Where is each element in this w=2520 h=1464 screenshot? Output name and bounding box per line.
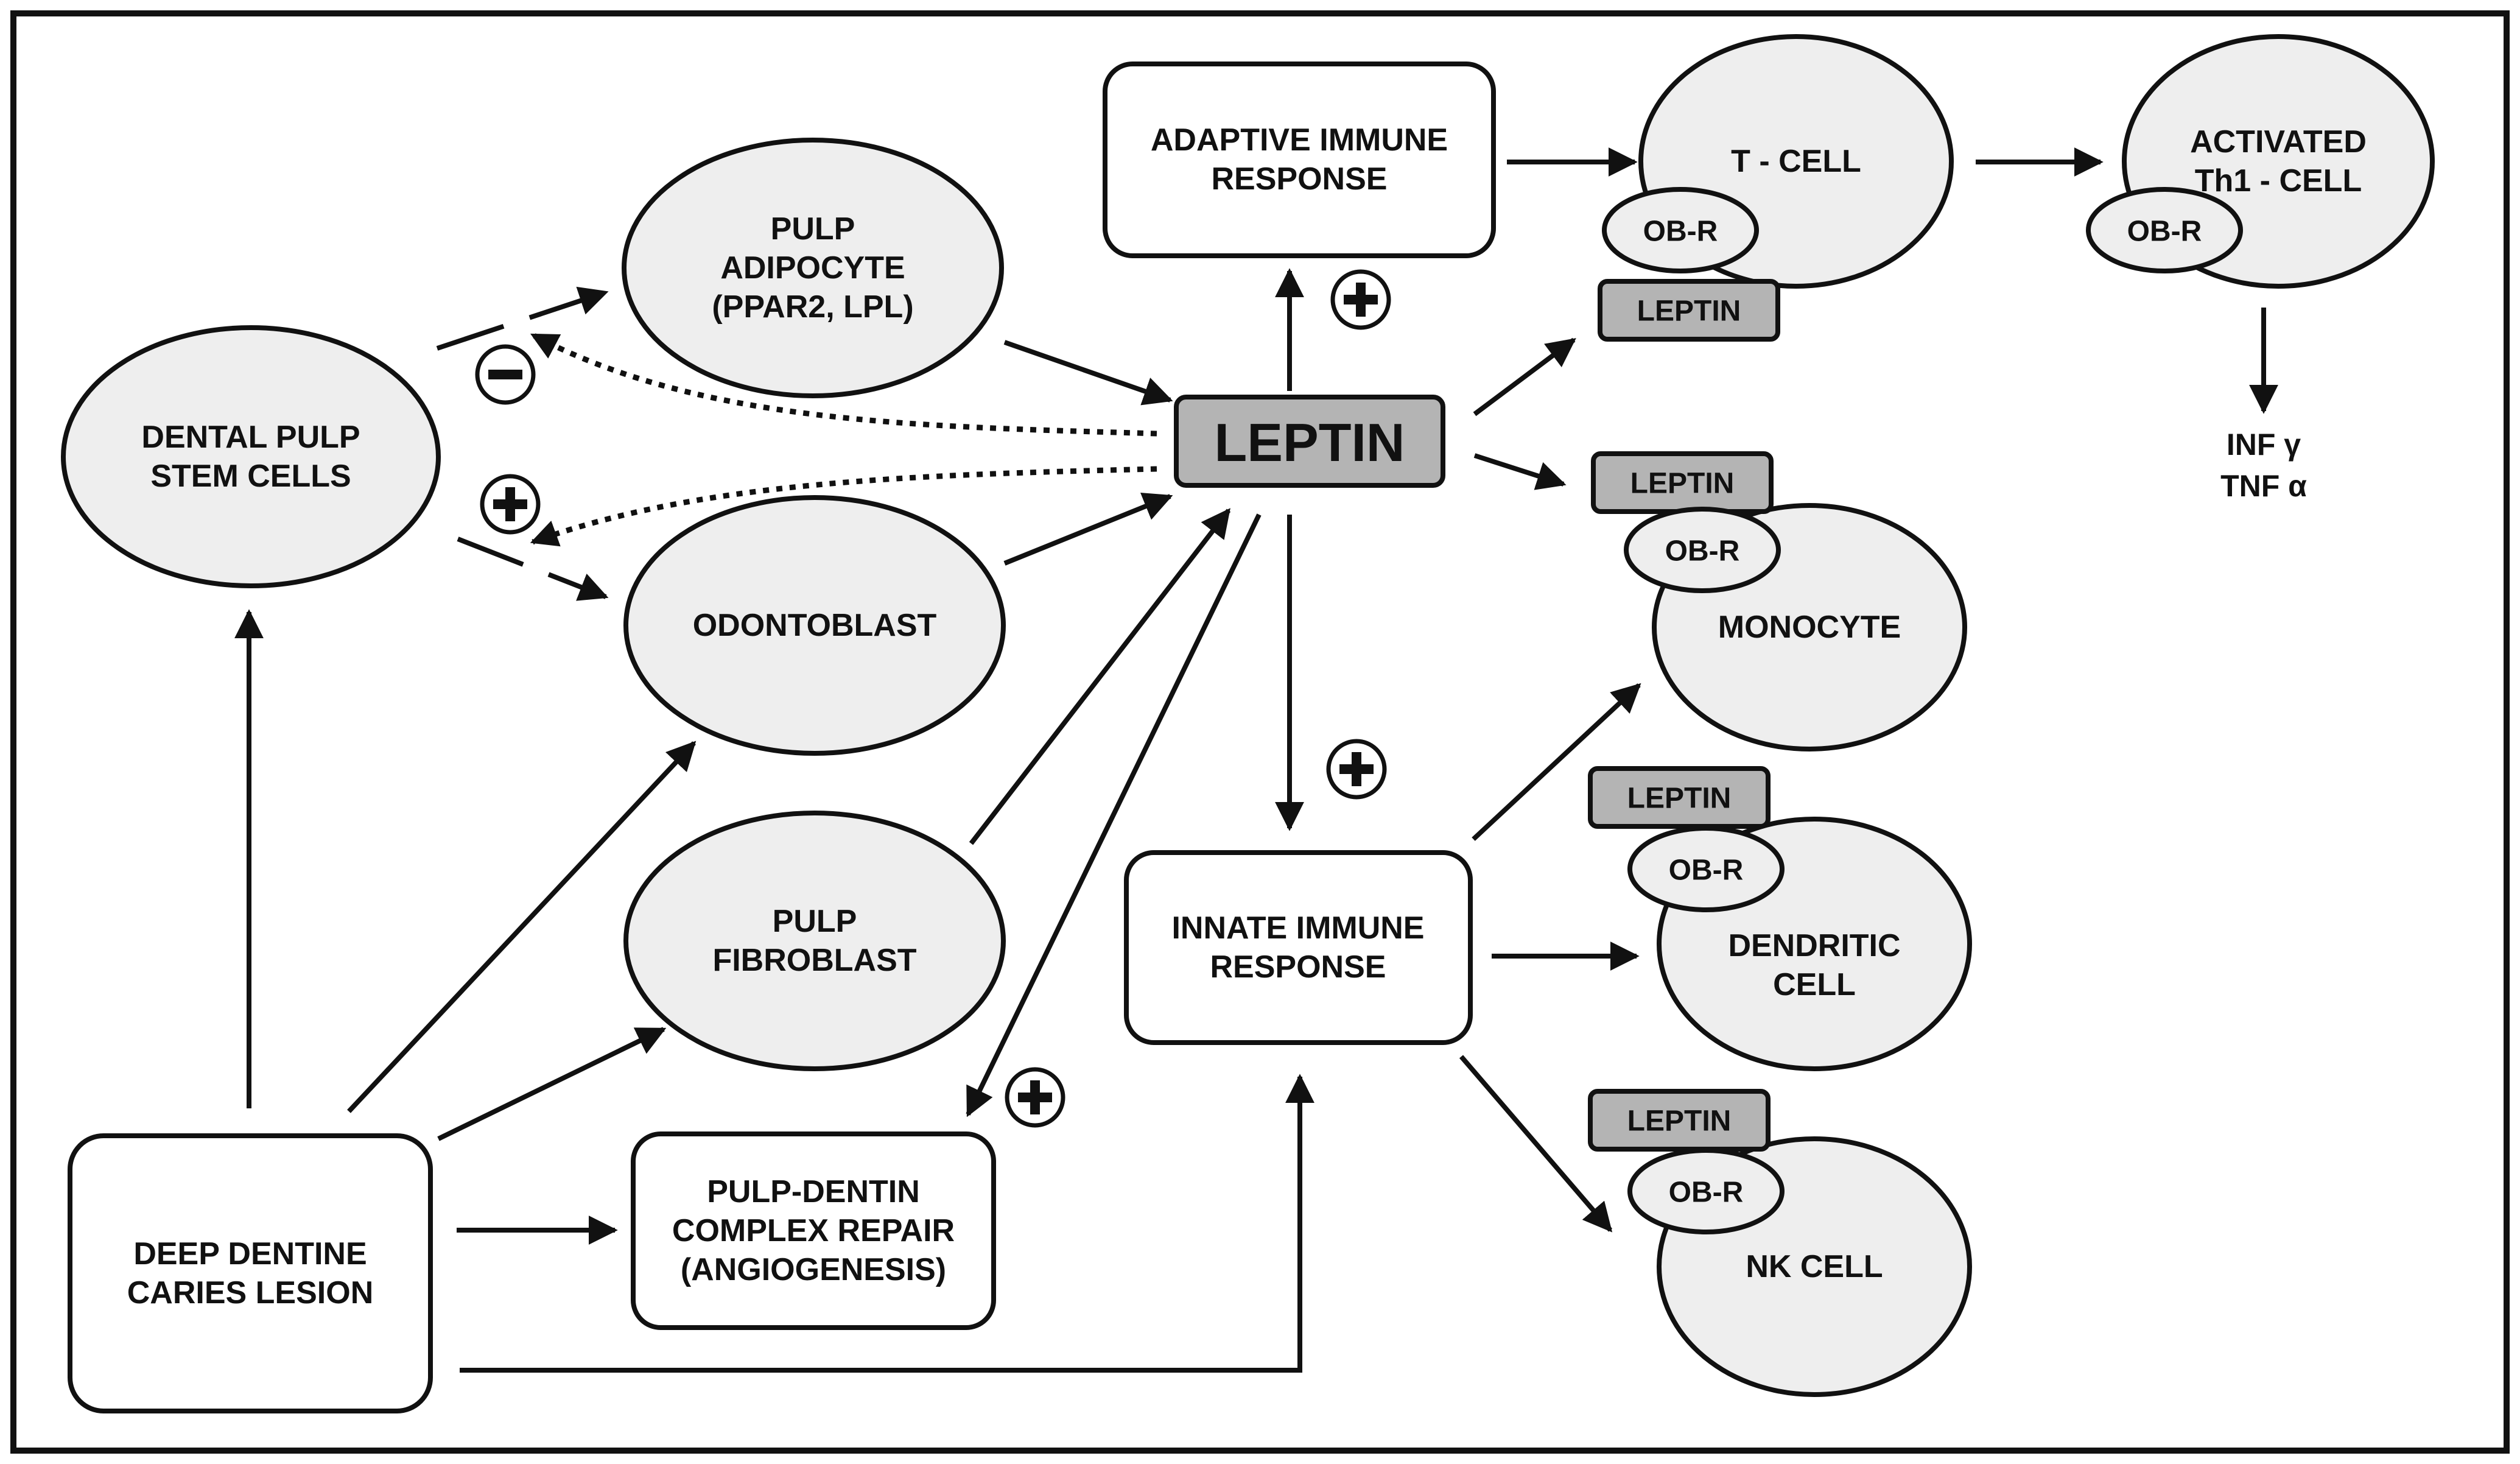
node-label-line: MONOCYTE — [1718, 610, 1901, 645]
node-leptin-center: LEPTIN — [1174, 395, 1445, 488]
svg-text:MONOCYTE: MONOCYTE — [1718, 610, 1901, 645]
nk-ob-r-receptor — [1627, 1148, 1785, 1234]
edge-caries-to-odontoblast — [347, 741, 697, 1113]
edges — [234, 147, 2278, 1373]
svg-text:NK CELL: NK CELL — [1746, 1249, 1883, 1284]
svg-text:LEPTIN: LEPTIN — [1627, 783, 1732, 815]
monocyte-ob-r-receptor — [1624, 507, 1781, 593]
node-label-line: PULP-DENTIN — [707, 1174, 920, 1209]
th1-cell-ob-r-receptor — [2086, 187, 2243, 273]
svg-text:OB-R: OB-R — [1643, 216, 1718, 248]
node-odontoblast: ODONTOBLAST — [623, 495, 1006, 756]
edge-innate-to-monocyte — [1472, 683, 1641, 841]
node-label-line: FIBROBLAST — [712, 943, 916, 978]
node-dendritic-cell: DENDRITIC CELL LEPTIN OB-R — [1588, 766, 1972, 1071]
cytokine-labels: INF γ TNF α — [2220, 428, 2307, 503]
node-label-line: ACTIVATED — [2190, 124, 2367, 160]
cytokine-tnf-alpha: TNF α — [2220, 469, 2307, 503]
edge-stem-to-adipocyte — [436, 286, 609, 351]
svg-text:ODONTOBLAST: ODONTOBLAST — [693, 608, 937, 643]
node-dental-pulp-stem-cells: DENTAL PULP STEM CELLS — [61, 325, 441, 588]
node-label-line: DEEP DENTINE — [133, 1236, 367, 1272]
svg-text:OB-R: OB-R — [1665, 535, 1740, 568]
node-pulp-dentin-complex-repair: PULP-DENTIN COMPLEX REPAIR (ANGIOGENESIS) — [631, 1131, 996, 1330]
edge-innate-to-nk — [1459, 1055, 1613, 1233]
edge-leptin-to-monocyte — [1473, 453, 1567, 490]
dendritic-leptin-tag — [1588, 766, 1771, 829]
svg-text:LEPTIN: LEPTIN — [1630, 468, 1735, 500]
node-label-line: PULP — [773, 904, 857, 939]
dendritic-ob-r-receptor — [1627, 826, 1785, 912]
svg-text:LEPTIN: LEPTIN — [1637, 295, 1741, 328]
node-label-line: STEM CELLS — [150, 459, 351, 494]
node-label-line: RESPONSE — [1210, 949, 1386, 985]
node-pulp-fibroblast: PULP FIBROBLAST — [623, 811, 1006, 1071]
node-label-line: (PPAR2, LPL) — [712, 289, 913, 325]
svg-text:LEPTIN: LEPTIN — [1627, 1105, 1732, 1138]
svg-text:OB-R: OB-R — [2127, 216, 2202, 248]
plus-sign-icon — [480, 474, 541, 535]
edge-odontoblast-to-leptin — [1003, 492, 1173, 566]
node-label-line: ODONTOBLAST — [693, 608, 937, 643]
edge-caries-to-innate — [460, 1074, 1314, 1373]
node-nk-cell: NK CELL LEPTIN OB-R — [1588, 1089, 1972, 1397]
edge-leptin-to-t-cell — [1473, 337, 1576, 417]
node-label-line: CARIES LESION — [127, 1275, 374, 1311]
node-label-line: Th1 - CELL — [2195, 163, 2362, 199]
edge-leptin-to-repair — [966, 513, 1262, 1117]
plus-sign-icon — [1005, 1067, 1065, 1128]
node-label-line: RESPONSE — [1212, 161, 1388, 197]
edge-fibroblast-to-leptin — [969, 508, 1231, 845]
node-label-line: CELL — [1773, 967, 1856, 1002]
cytokine-inf-gamma: INF γ — [2227, 428, 2301, 462]
node-label-line: ADIPOCYTE — [720, 250, 905, 286]
node-label-line: NK CELL — [1746, 1249, 1883, 1284]
node-t-cell: T - CELL OB-R LEPTIN — [1598, 34, 1954, 342]
svg-text:OB-R: OB-R — [1669, 854, 1744, 887]
edge-stem-to-odontoblast — [457, 537, 609, 601]
node-label-line: COMPLEX REPAIR — [672, 1213, 955, 1248]
node-label-line: LEPTIN — [1215, 412, 1405, 473]
svg-text:LEPTIN: LEPTIN — [1215, 412, 1405, 473]
edge-leptin-promotes-stem — [530, 466, 1157, 547]
node-label-line: INNATE IMMUNE — [1171, 910, 1424, 946]
node-label-line: DENTAL PULP — [141, 420, 360, 455]
plus-sign-icon — [1326, 739, 1387, 800]
node-label-line: T - CELL — [1731, 144, 1861, 179]
t-cell-leptin-tag — [1598, 279, 1780, 342]
edge-caries-to-fibroblast — [437, 1027, 667, 1141]
minus-sign-icon — [475, 344, 536, 405]
node-label-line: ADAPTIVE IMMUNE — [1151, 122, 1448, 158]
node-label-line: (ANGIOGENESIS) — [681, 1252, 946, 1287]
plus-sign-icon — [1330, 269, 1391, 330]
t-cell-ob-r-receptor — [1602, 187, 1759, 273]
nk-leptin-tag — [1588, 1089, 1771, 1152]
edge-leptin-inhibits-stem — [530, 333, 1157, 437]
node-label-line: DENDRITIC — [1728, 928, 1900, 963]
svg-text:OB-R: OB-R — [1669, 1177, 1744, 1209]
node-monocyte: MONOCYTE LEPTIN OB-R — [1591, 451, 1967, 751]
edge-adipocyte-to-leptin — [1003, 340, 1173, 406]
node-label-line: PULP — [771, 211, 855, 247]
svg-text:T - CELL: T - CELL — [1731, 144, 1861, 179]
